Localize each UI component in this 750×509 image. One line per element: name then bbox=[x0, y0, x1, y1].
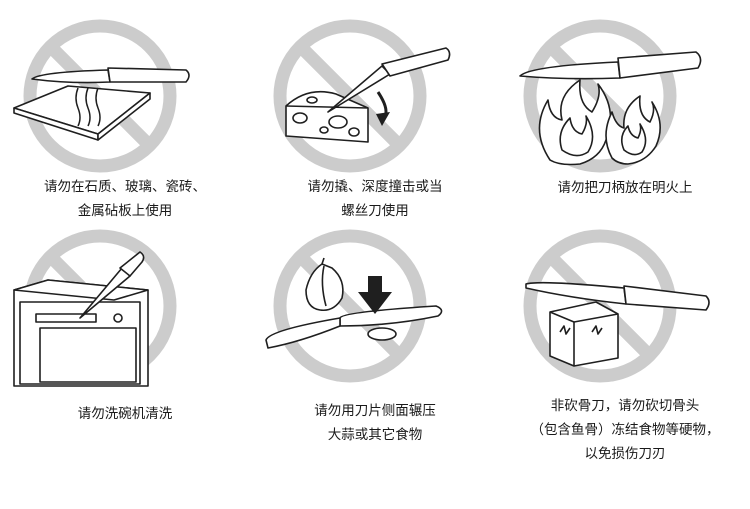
no-crushing-garlic-icon bbox=[265, 229, 443, 383]
panel-caption: 非砍骨刀，请勿砍切骨头 （包含鱼骨）冻结食物等硬物， 以免损伤刀刃 bbox=[530, 398, 720, 462]
warning-panel-crushing: 请勿用刀片侧面辗压 大蒜或其它食物 bbox=[250, 229, 500, 508]
no-dishwasher-icon bbox=[13, 229, 177, 387]
panel-caption: 请勿在石质、玻璃、瓷砖、 金属砧板上使用 bbox=[44, 179, 206, 219]
warning-panel-bones: 非砍骨刀，请勿砍切骨头 （包含鱼骨）冻结食物等硬物， 以免损伤刀刃 bbox=[500, 229, 750, 508]
warning-panel-dishwasher: 请勿洗碗机清洗 bbox=[0, 229, 250, 508]
panel-caption: 请勿把刀柄放在明火上 bbox=[557, 180, 693, 196]
panel-caption: 请勿洗碗机清洗 bbox=[77, 406, 173, 422]
warning-panel-prying: 请勿撬、深度撞击或当 螺丝刀使用 bbox=[250, 0, 500, 254]
no-prying-striking-icon bbox=[273, 19, 451, 173]
panel-caption: 请勿用刀片侧面辗压 大蒜或其它食物 bbox=[314, 403, 436, 443]
prohibition-sign bbox=[273, 229, 427, 383]
warning-panel-flame: 请勿把刀柄放在明火上 bbox=[500, 0, 750, 254]
no-open-flame-icon bbox=[519, 19, 702, 173]
no-cutting-board-hard-surface-icon bbox=[13, 19, 190, 173]
no-chopping-bones-icon bbox=[523, 229, 710, 383]
panel-caption: 请勿撬、深度撞击或当 螺丝刀使用 bbox=[307, 179, 443, 219]
warning-panel-hard-surface: 请勿在石质、玻璃、瓷砖、 金属砧板上使用 bbox=[0, 0, 250, 254]
